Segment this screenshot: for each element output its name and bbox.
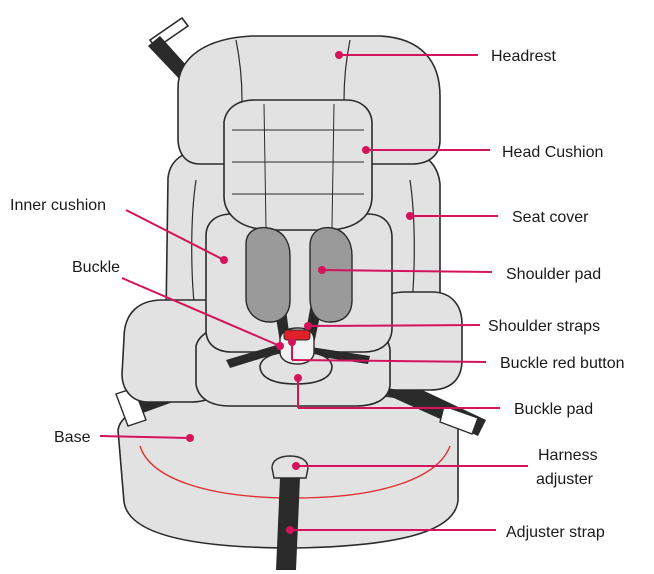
label-head-cushion: Head Cushion [502,144,603,161]
label-harness-adjuster-line2: adjuster [536,471,594,488]
left-shoulder-pad [245,226,291,323]
label-buckle: Buckle [72,259,120,276]
label-buckle-red-button: Buckle red button [500,355,625,372]
label-adjuster-strap: Adjuster strap [506,524,605,541]
leader-lines [99,51,528,534]
harness-adjuster [271,455,309,479]
label-harness-adjuster-line1: Harness [538,447,598,464]
right-belt-clip [439,405,479,435]
buckle-red-button [283,329,311,341]
label-inner-cushion: Inner cushion [10,197,106,214]
head-cushion [223,99,373,231]
car-seat-illustration [115,16,486,570]
label-base: Base [54,429,91,446]
label-buckle-pad: Buckle pad [514,401,593,418]
right-shoulder-pad [309,226,353,323]
label-headrest: Headrest [491,48,556,65]
label-seat-cover: Seat cover [512,209,589,226]
labels: Headrest Head Cushion Inner cushion Seat… [10,48,625,541]
label-shoulder-pad: Shoulder pad [506,266,601,283]
left-lap-strap [226,344,282,368]
label-shoulder-straps: Shoulder straps [488,318,600,335]
right-lap-strap [302,346,370,364]
adjuster-strap [276,478,300,570]
